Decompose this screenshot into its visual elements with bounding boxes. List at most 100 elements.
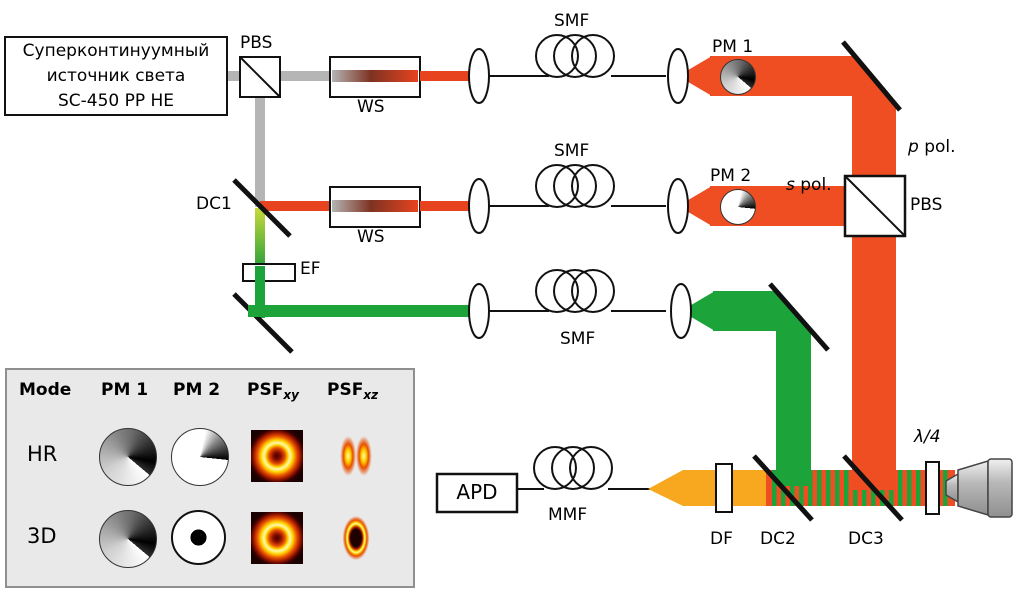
- psfxz-sub: xz: [363, 388, 379, 402]
- green-band: [713, 291, 811, 331]
- legend-3d-psf-xy-image: [251, 512, 303, 564]
- psfxy-base: PSF: [247, 380, 284, 400]
- pm2-label: PM 2: [710, 166, 752, 186]
- psfxy-sub: xy: [283, 388, 299, 402]
- red-beam-2b: [420, 201, 476, 211]
- legend-hr-psf-xz-image: [333, 425, 379, 487]
- orange-vertical-beam: [852, 54, 896, 490]
- ef-label: EF: [300, 259, 321, 279]
- smf1-loop: [535, 34, 579, 78]
- apd-box: [435, 472, 519, 514]
- mode-3d-label: 3D: [27, 524, 57, 548]
- lens-3b: [670, 283, 692, 339]
- mmf-coil: [533, 446, 613, 490]
- lens-1a: [468, 48, 490, 104]
- legend-header-pm2: PM 2: [173, 380, 221, 400]
- smf-coil-3: [535, 269, 615, 313]
- mirror-top: [841, 40, 902, 112]
- mode-hr-label: HR: [27, 442, 58, 466]
- dichroic-dc1: [232, 178, 292, 238]
- white-light-beam-down: [255, 95, 265, 207]
- smf2-loop: [535, 164, 579, 208]
- legend-3d-psf-xz-image: [333, 507, 379, 569]
- apd-label: APD: [456, 480, 498, 504]
- orange-cone-1: [678, 56, 712, 96]
- supercontinuum-source-box: Суперконтинуумный источник света SC-450 …: [4, 36, 228, 116]
- legend-header-psfxy: PSFxy: [247, 380, 299, 402]
- smf1-label: SMF: [554, 11, 590, 31]
- p-pol-word: pol.: [924, 137, 956, 157]
- emission-cone: [648, 470, 683, 506]
- objective-cone: [957, 459, 989, 517]
- smf2-loop: [571, 164, 615, 208]
- objective-lens: [945, 458, 1013, 518]
- green-cone: [681, 291, 715, 331]
- lens-1b: [667, 48, 689, 104]
- dichroic-dc3: [842, 454, 904, 522]
- quarter-wave-plate: [925, 461, 940, 515]
- smf2-label: SMF: [554, 141, 590, 161]
- legend-header-mode: Mode: [19, 380, 72, 400]
- smf2-loop: [553, 164, 597, 208]
- lens-2b: [667, 178, 689, 234]
- phase-mask-1-disk: [720, 59, 756, 95]
- mirror-green: [768, 282, 830, 352]
- ws-beam-1: [332, 70, 418, 82]
- legend-header-psfxz: PSFxz: [327, 380, 379, 402]
- mirror-left: [232, 292, 294, 354]
- dc1-label: DC1: [196, 194, 232, 214]
- pm1-label: PM 1: [712, 37, 754, 57]
- orange-cone-2: [678, 186, 712, 226]
- s-pol-label: s pol.: [786, 175, 832, 196]
- mmf-label: MMF: [548, 505, 588, 525]
- source-line-3: SC-450 PP HE: [57, 90, 175, 111]
- ws1-label: WS: [357, 97, 385, 117]
- orange-band-1: [710, 56, 888, 96]
- detection-filter-df: [715, 463, 733, 513]
- white-light-beam-2: [278, 71, 332, 81]
- red-beam-2a: [260, 201, 332, 211]
- source-line-1: Суперконтинуумный: [22, 40, 210, 61]
- mmf-loop: [569, 446, 613, 490]
- mmf-loop: [533, 446, 577, 490]
- smf-coil-1: [535, 34, 615, 78]
- white-light-beam-1: [228, 71, 242, 81]
- green-vertical-beam: [776, 291, 811, 486]
- smf3-label: SMF: [560, 329, 596, 349]
- smf3-loop: [571, 269, 615, 313]
- green-beam-horizontal: [248, 305, 480, 317]
- red-beam-1: [420, 71, 476, 81]
- legend-hr-psf-xy-image: [251, 430, 303, 482]
- dc3-label: DC3: [848, 529, 884, 549]
- pbs-right-label: PBS: [910, 195, 943, 215]
- s-pol-symbol: s: [786, 175, 795, 195]
- ws-beam-2: [332, 200, 418, 212]
- psfxz-base: PSF: [327, 380, 364, 400]
- lens-3a: [468, 283, 490, 339]
- phase-mask-2-disk: [720, 189, 756, 225]
- dc2-label: DC2: [760, 529, 796, 549]
- emission-filter-ef: [242, 263, 296, 282]
- df-label: DF: [710, 529, 733, 549]
- pbs-cube-top: [239, 56, 281, 98]
- legend-header-pm1: PM 1: [101, 380, 149, 400]
- mode-legend-panel: Mode PM 1 PM 2 PSFxy PSFxz HR 3D: [5, 368, 415, 588]
- legend-3d-pm1-mask: [99, 510, 157, 568]
- legend-hr-pm2-mask: [171, 428, 229, 486]
- p-pol-symbol: p: [908, 137, 919, 157]
- green-beam-down: [255, 266, 265, 318]
- legend-3d-pm2-mask: [171, 510, 226, 565]
- p-pol-label: p pol.: [908, 137, 956, 158]
- ws2-label: WS: [357, 227, 385, 247]
- objective-body: [987, 458, 1013, 518]
- mmf-loop: [551, 446, 595, 490]
- smf3-loop: [535, 269, 579, 313]
- smf1-loop: [571, 34, 615, 78]
- legend-hr-pm1-mask: [99, 428, 157, 486]
- yellow-green-beam: [255, 208, 265, 266]
- smf-coil-2: [535, 164, 615, 208]
- s-pol-word: pol.: [800, 175, 832, 195]
- quarter-wave-label: λ/4: [914, 427, 941, 447]
